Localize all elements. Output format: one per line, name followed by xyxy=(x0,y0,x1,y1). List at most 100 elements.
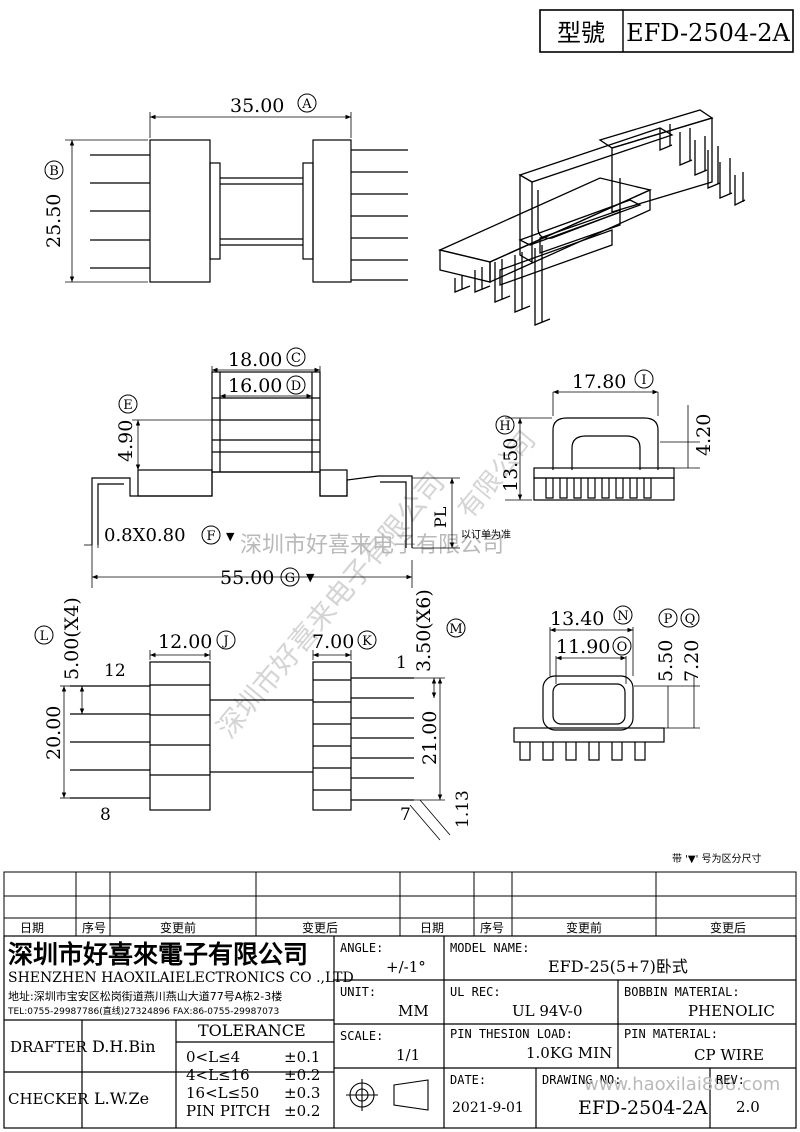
pin-material-label: PIN MATERIAL: xyxy=(624,1027,718,1041)
top-view xyxy=(65,112,408,283)
model-box-value: EFD-2504-2A xyxy=(626,19,790,47)
dim-left-pitch-total: 20.00 xyxy=(43,706,65,760)
dim-J-value: 12.00 xyxy=(158,631,212,653)
pin-material-value: CP WIRE xyxy=(694,1046,764,1064)
svg-text:F: F xyxy=(206,529,215,544)
tolerance-value-2: ±0.2 xyxy=(284,1066,320,1084)
date-value: 2021-9-01 xyxy=(452,1100,524,1116)
svg-text:G: G xyxy=(285,571,295,586)
dim-D-value: 16.00 xyxy=(228,375,282,397)
dim-G-value: 55.00 xyxy=(220,567,274,589)
scale-value: 1/1 xyxy=(396,1046,420,1064)
top-view-left-pins xyxy=(90,154,150,269)
triangle-note: 带 '▼' 号为区分尺寸 xyxy=(672,852,762,865)
dim-O-circle: O xyxy=(612,636,632,656)
drawing-no-label: DRAWING NO: xyxy=(542,1073,621,1087)
scale-label: SCALE: xyxy=(340,1029,383,1043)
revision-table xyxy=(3,871,797,937)
dim-G-circle: G xyxy=(280,567,300,587)
pin-label-1: 1 xyxy=(396,653,407,673)
watermark-url: www.haoxilai888.com xyxy=(584,1074,780,1095)
rev-header-after-right: 变更后 xyxy=(710,920,746,935)
dim-offset: 1.13 xyxy=(453,790,473,828)
unit-label: UNIT: xyxy=(340,985,376,999)
watermark-company: 深圳市好喜来电子有限公司 xyxy=(240,533,504,558)
rev-header-seq-right: 序号 xyxy=(480,920,504,935)
ul-label: UL REC: xyxy=(450,985,501,999)
tolerance-value-4: ±0.2 xyxy=(284,1102,320,1120)
dim-I-right-value: 4.20 xyxy=(693,414,715,456)
dim-Q-value: 7.20 xyxy=(681,640,703,682)
dim-N-circle: N xyxy=(613,605,633,625)
dim-M-circle: M xyxy=(446,618,466,638)
company-name-en: SHENZHEN HAOXILAIELECTRONICS CO .,LTD xyxy=(8,970,354,986)
side-view xyxy=(505,389,700,501)
svg-text:K: K xyxy=(362,634,372,649)
company-name-cn: 深圳市好喜來電子有限公司 xyxy=(8,940,308,969)
dim-D-circle: D xyxy=(286,375,306,395)
side-view-pin-slots xyxy=(545,478,652,499)
dim-F-circle: F xyxy=(201,525,221,545)
rev-header-before-right: 变更前 xyxy=(566,920,602,935)
pin-label-7: 7 xyxy=(400,805,411,825)
svg-text:J: J xyxy=(221,634,228,649)
top-view-right-pins xyxy=(351,149,408,281)
dim-I-value: 17.80 xyxy=(572,371,626,393)
dim-C-circle: C xyxy=(286,347,306,367)
dim-F-triangle: ▼ xyxy=(226,530,235,543)
dim-PL: PL xyxy=(431,506,450,528)
bottom-view-left-pins xyxy=(70,685,150,799)
title-block xyxy=(3,935,797,1129)
svg-text:N: N xyxy=(617,609,628,624)
svg-text:C: C xyxy=(291,351,301,366)
dim-P-circle: P xyxy=(658,608,678,628)
rev-header-date-left: 日期 xyxy=(20,921,44,935)
dim-O-value: 11.90 xyxy=(556,636,610,658)
dim-F-value: 0.8X0.80 xyxy=(104,525,186,546)
bottom-view-right-pins xyxy=(351,677,414,801)
dim-A-circle: A xyxy=(297,93,317,113)
dim-L-circle: L xyxy=(34,625,54,645)
dim-B-value: 25.50 xyxy=(43,194,65,248)
dim-B-circle: B xyxy=(44,160,64,180)
bottom-side-view xyxy=(513,627,700,761)
dim-N-value: 13.40 xyxy=(550,608,604,630)
tolerance-value-3: ±0.3 xyxy=(284,1084,320,1102)
tolerance-range-3: 16<L≤50 xyxy=(186,1084,259,1102)
front-view xyxy=(84,366,460,588)
dim-I-circle: I xyxy=(634,369,654,389)
tolerance-range-1: 0<L≤4 xyxy=(186,1048,240,1066)
svg-text:E: E xyxy=(123,398,133,413)
svg-text:L: L xyxy=(40,629,49,644)
tolerance-range-2: 4<L≤16 xyxy=(186,1066,250,1084)
svg-text:H: H xyxy=(499,419,510,434)
dim-L-value: 5.00(X4) xyxy=(61,597,83,680)
dim-H-value: 13.50 xyxy=(500,438,522,492)
bottom-view-left-fins xyxy=(150,684,210,776)
svg-text:O: O xyxy=(617,640,628,655)
checker-label: CHECKER xyxy=(8,1090,89,1108)
svg-text:D: D xyxy=(291,379,301,394)
pin-label-12: 12 xyxy=(104,661,126,681)
rev-header-seq-left: 序号 xyxy=(82,920,106,935)
bottom-side-view-pins xyxy=(519,742,646,761)
dim-K-circle: K xyxy=(357,630,377,650)
dim-right-pitch-total: 21.00 xyxy=(419,711,441,765)
dim-P-value: 5.50 xyxy=(655,640,677,682)
iso-front-pins xyxy=(454,245,551,326)
unit-value: MM xyxy=(398,1002,429,1020)
rev-value: 2.0 xyxy=(736,1098,760,1116)
dim-G-triangle: ▼ xyxy=(306,571,315,584)
tolerance-value-1: ±0.1 xyxy=(284,1048,320,1066)
rev-header-before-left: 变更前 xyxy=(160,920,196,935)
iso-back-pins xyxy=(659,124,746,207)
svg-text:A: A xyxy=(301,97,312,112)
dim-Q-circle: Q xyxy=(680,608,700,628)
pin-load-value: 1.0KG MIN xyxy=(526,1044,612,1062)
drafter-label: DRAFTER xyxy=(10,1038,88,1056)
rev-label: REV: xyxy=(716,1073,745,1087)
dim-C-value: 18.00 xyxy=(228,349,282,371)
checker-value: L.W.Ze xyxy=(94,1089,149,1108)
svg-text:I: I xyxy=(641,373,646,388)
